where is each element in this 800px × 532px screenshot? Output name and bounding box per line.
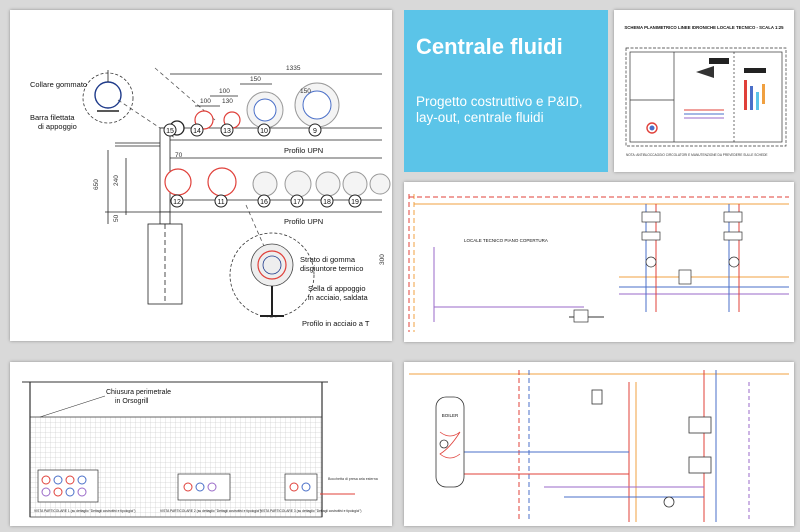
view-label-2: VISTA PARTICOLARE 2 (su dettaglio "Detta… — [160, 509, 261, 513]
elevation-panel: Chiusura perimetrale in Orsogrill — [10, 362, 392, 526]
dim-240: 240 — [113, 175, 120, 186]
dim-130: 130 — [222, 98, 233, 105]
view-label-1: VISTA PARTICOLARE 1 (su dettaglio "Detta… — [34, 509, 135, 513]
bottom-row-tags: 12 11 16 17 18 19 — [170, 194, 362, 208]
saddle-label-line1: Sella di appoggio — [308, 284, 366, 293]
enclosure-label-line1: Chiusura perimetrale — [106, 389, 171, 396]
tag-17: 17 — [293, 199, 301, 206]
enclosure-label-line2: in Orsogrill — [115, 398, 149, 405]
boiler-label: BOILER — [442, 413, 459, 418]
dim-50: 50 — [113, 214, 120, 222]
pid-diagram-panel-1: LOCALE TECNICO PIANO COPERTURA — [404, 182, 794, 342]
tag-19: 19 — [351, 199, 359, 206]
pid-diagram-1: LOCALE TECNICO PIANO COPERTURA — [408, 194, 789, 332]
dim-overall: 1335 — [286, 65, 301, 72]
dim-300: 300 — [379, 254, 386, 265]
tag-11: 11 — [217, 199, 224, 206]
bottom-row-pipes — [164, 167, 391, 198]
plan-footer-note: NOTA: ANTIBLOCCAGGIO CIRCOLATORI E MANUT… — [626, 153, 768, 157]
pid-diagram-panel-2: BOILER — [404, 362, 794, 526]
elevation-drawing: Chiusura perimetrale in Orsogrill — [22, 381, 378, 518]
technical-room-label: LOCALE TECNICO PIANO COPERTURA — [464, 238, 548, 243]
hydronic-plan-drawing: SCHEMA PLANIMETRICO LINEE IDRONICHE LOCA… — [624, 25, 787, 157]
equipment-group-2 — [177, 473, 231, 501]
title-heading: Centrale fluidi — [416, 34, 563, 59]
pid-diagram-2: BOILER — [409, 370, 789, 522]
tag-15: 15 — [166, 128, 174, 135]
threaded-rod-label-line1: Barra filettata — [30, 113, 75, 122]
air-intake-note: Bocchetta di presa aria esterna — [328, 477, 378, 481]
dim-150-right: 150 — [300, 88, 311, 95]
upn-profile-top-label: Profilo UPN — [284, 146, 323, 155]
dim-650: 650 — [93, 179, 100, 190]
equipment-group-3 — [284, 473, 318, 501]
tag-16: 16 — [260, 199, 268, 206]
tag-13: 13 — [223, 128, 231, 135]
tag-12: 12 — [173, 199, 181, 206]
title-card: Centrale fluidi Progetto costruttivo e P… — [404, 10, 608, 172]
pipe-support-detail-drawing: Collare gommato Barra filettata di appog… — [30, 65, 391, 328]
equipment-group-1 — [37, 469, 99, 503]
pipe-support-detail-panel: Collare gommato Barra filettata di appog… — [10, 10, 392, 341]
dim-70: 70 — [175, 152, 183, 159]
threaded-rod-label-line2: di appoggio — [38, 122, 77, 131]
top-row-tags: 15 14 13 10 9 — [163, 123, 322, 137]
hydronic-plan-panel: SCHEMA PLANIMETRICO LINEE IDRONICHE LOCA… — [614, 10, 794, 172]
rubber-layer-label-line1: Strato di gomma — [300, 255, 356, 264]
tag-14: 14 — [193, 128, 201, 135]
dim-100-a: 100 — [219, 88, 230, 95]
title-subtitle: Progetto costruttivo e P&ID, lay-out, ce… — [416, 94, 583, 125]
tag-10: 10 — [260, 128, 268, 135]
tag-9: 9 — [313, 128, 317, 135]
t-profile-label: Profilo in acciaio a T — [302, 319, 370, 328]
dim-150-top: 150 — [250, 76, 261, 83]
collar-label: Collare gommato — [30, 80, 87, 89]
upn-profile-bottom-label: Profilo UPN — [284, 217, 323, 226]
rubber-layer-label-line2: disgiuntore termico — [300, 264, 363, 273]
plan-title: SCHEMA PLANIMETRICO LINEE IDRONICHE LOCA… — [624, 25, 784, 30]
tag-18: 18 — [323, 199, 331, 206]
saddle-label-line2: in acciaio, saldata — [308, 293, 368, 302]
dim-100-b: 100 — [200, 98, 211, 105]
view-label-3: VISTA PARTICOLARE 3 (su dettaglio "Detta… — [260, 509, 361, 513]
